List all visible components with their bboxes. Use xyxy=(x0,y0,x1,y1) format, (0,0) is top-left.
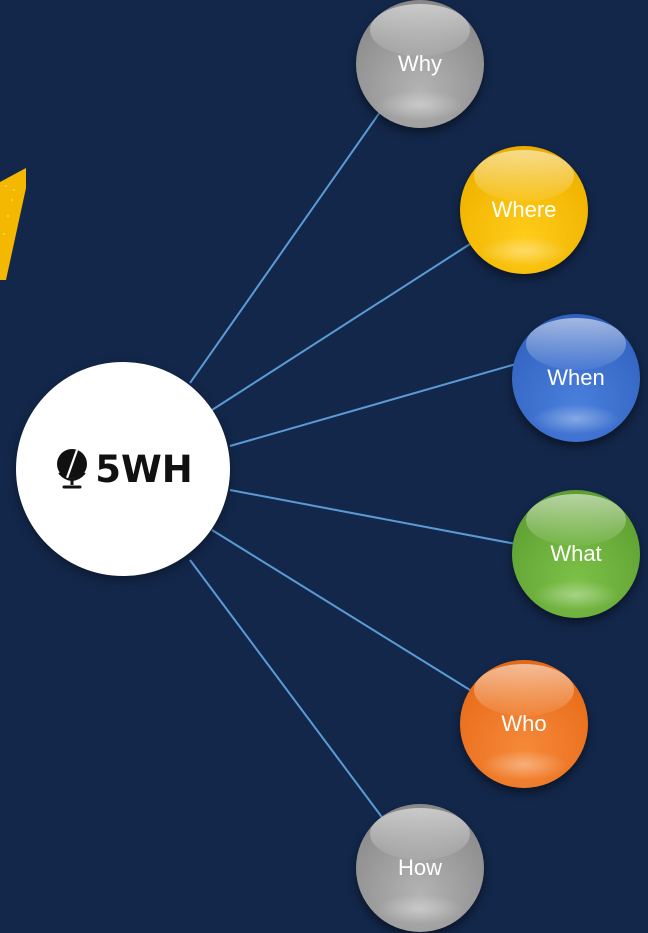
node-what-label: What xyxy=(550,541,602,566)
node-who[interactable]: Who xyxy=(460,660,588,788)
node-how-label: How xyxy=(397,855,442,880)
node-when-label: When xyxy=(547,365,605,390)
globe-icon xyxy=(57,449,88,489)
center-hub[interactable]: 5WH xyxy=(16,362,230,576)
connector-how xyxy=(189,559,385,821)
node-who-label: Who xyxy=(501,711,547,736)
node-how[interactable]: How xyxy=(356,804,484,932)
connector-when xyxy=(229,363,517,447)
hub-logo: 5WH xyxy=(55,447,193,491)
node-why-label: Why xyxy=(398,51,442,76)
hub-title: 5WH xyxy=(95,447,193,491)
node-why[interactable]: Why xyxy=(356,0,484,128)
accent-stripe xyxy=(0,168,26,280)
connector-why xyxy=(189,94,393,384)
connector-what xyxy=(229,489,517,545)
connector-who xyxy=(211,529,471,691)
node-what[interactable]: What xyxy=(512,490,640,618)
connector-where xyxy=(211,243,471,411)
node-where-label: Where xyxy=(491,197,557,222)
node-when[interactable]: When xyxy=(512,314,640,442)
node-where[interactable]: Where xyxy=(460,146,588,274)
